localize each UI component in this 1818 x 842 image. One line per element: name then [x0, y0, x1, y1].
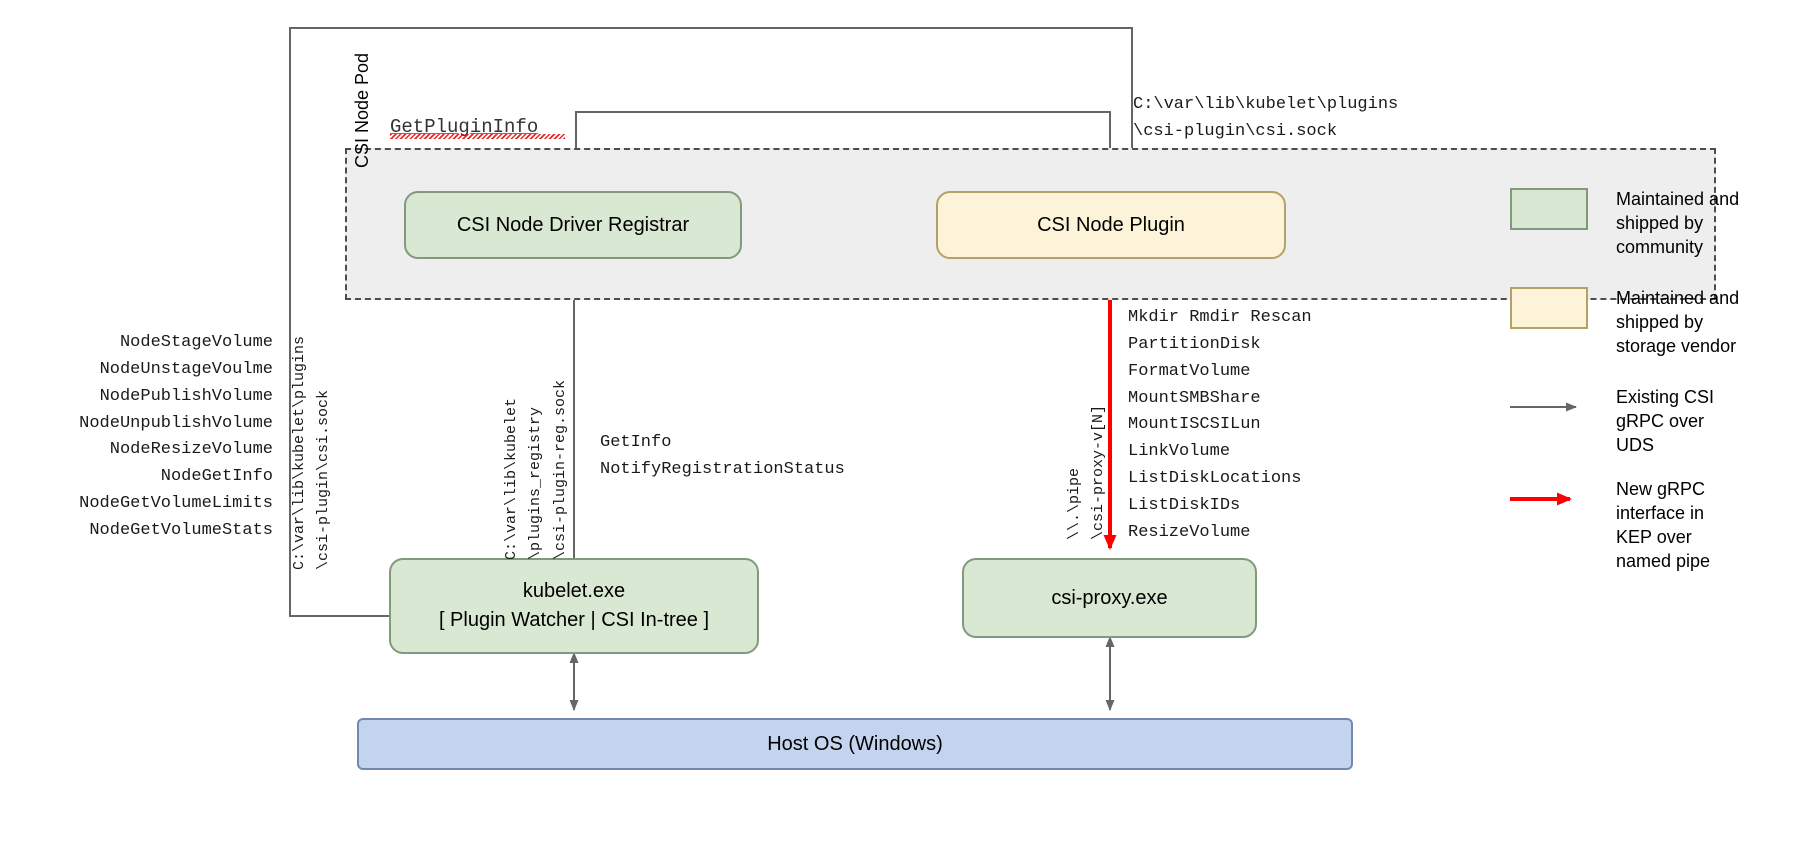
legend-swatch-yellow-icon: [1510, 287, 1588, 329]
csi-sock-path-vertical-label: C:\var\lib\kubelet\plugins \csi-plugin\c…: [291, 335, 333, 570]
legend-swatch-green-icon: [1510, 188, 1588, 230]
node-service-rpc-list: NodeStageVolume NodeUnstageVoulme NodePu…: [79, 333, 273, 541]
get-plugin-info-label: GetPluginInfo: [390, 116, 539, 138]
spellcheck-squiggle-underline: [390, 134, 565, 139]
registration-rpc-list: GetInfo NotifyRegistrationStatus: [600, 433, 845, 479]
legend-arrow-gray-icon: [1510, 386, 1588, 428]
node-box-label-line1: kubelet.exe: [522, 580, 626, 602]
node-box-label: csi-proxy.exe: [1051, 586, 1168, 609]
csi-node-pod-label: CSI Node Pod: [352, 52, 372, 168]
legend-item-new-grpc-named-pipe: New gRPC interface in KEP over named pip…: [1510, 478, 1710, 574]
csi-proxy-api-list: Mkdir Rmdir Rescan PartitionDisk FormatV…: [1128, 308, 1312, 542]
legend-arrow-red-icon: [1510, 478, 1588, 520]
legend-item-label: Maintained and shipped by community: [1616, 189, 1740, 257]
legend-item-label: Maintained and shipped by storage vendor: [1616, 288, 1740, 356]
plugin-registry-sock-path-vertical-label: C:\var\lib\kubelet \plugins_registry \cs…: [503, 379, 569, 560]
node-box-host-os[interactable]: Host OS (Windows): [357, 718, 1353, 770]
node-box-kubelet-exe[interactable]: kubelet.exe [ Plugin Watcher | CSI In-tr…: [389, 558, 759, 654]
legend-item-label: Existing CSI gRPC over UDS: [1616, 387, 1715, 455]
legend-item-existing-csi-grpc: Existing CSI gRPC over UDS: [1510, 386, 1714, 458]
csi-plugin-socket-path-label: C:\var\lib\kubelet\plugins \csi-plugin\c…: [1133, 95, 1399, 142]
node-box-label: CSI Node Driver Registrar: [456, 213, 690, 236]
legend-item-storage-vendor: Maintained and shipped by storage vendor: [1510, 287, 1739, 359]
node-box-label: Host OS (Windows): [767, 732, 943, 755]
node-box-csi-proxy-exe[interactable]: csi-proxy.exe: [962, 558, 1257, 638]
node-box-label-line2: [ Plugin Watcher | CSI In-tree ]: [438, 609, 710, 631]
legend-item-label: New gRPC interface in KEP over named pip…: [1616, 479, 1711, 571]
node-box-label: CSI Node Plugin: [1037, 213, 1185, 236]
node-box-csi-node-driver-registrar[interactable]: CSI Node Driver Registrar: [404, 191, 742, 259]
node-box-csi-node-plugin[interactable]: CSI Node Plugin: [936, 191, 1286, 259]
named-pipe-path-vertical-label: \\.\pipe \csi-proxy-v[N]: [1066, 404, 1108, 540]
legend-item-community: Maintained and shipped by community: [1510, 188, 1739, 260]
